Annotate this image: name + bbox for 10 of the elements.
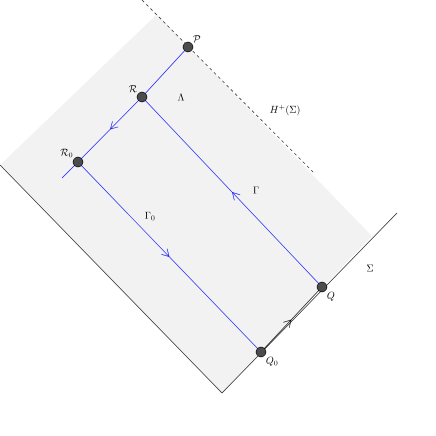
node-label: $Q_0$: [266, 356, 278, 366]
math-label: $H^+(\Sigma)$: [270, 104, 300, 116]
node-label: $\mathcal{R}_0$: [60, 148, 72, 158]
edge-label: $\Gamma$: [253, 186, 259, 194]
node-label: $Q$: [327, 292, 334, 301]
math-label: $\Sigma$: [366, 264, 374, 272]
node-label: $\mathcal{R}$: [128, 85, 138, 92]
edge-label: $\Gamma_0$: [144, 212, 154, 220]
edge-label: $\Lambda$: [178, 93, 184, 100]
node-label: $\mathcal{P}$: [193, 35, 200, 43]
